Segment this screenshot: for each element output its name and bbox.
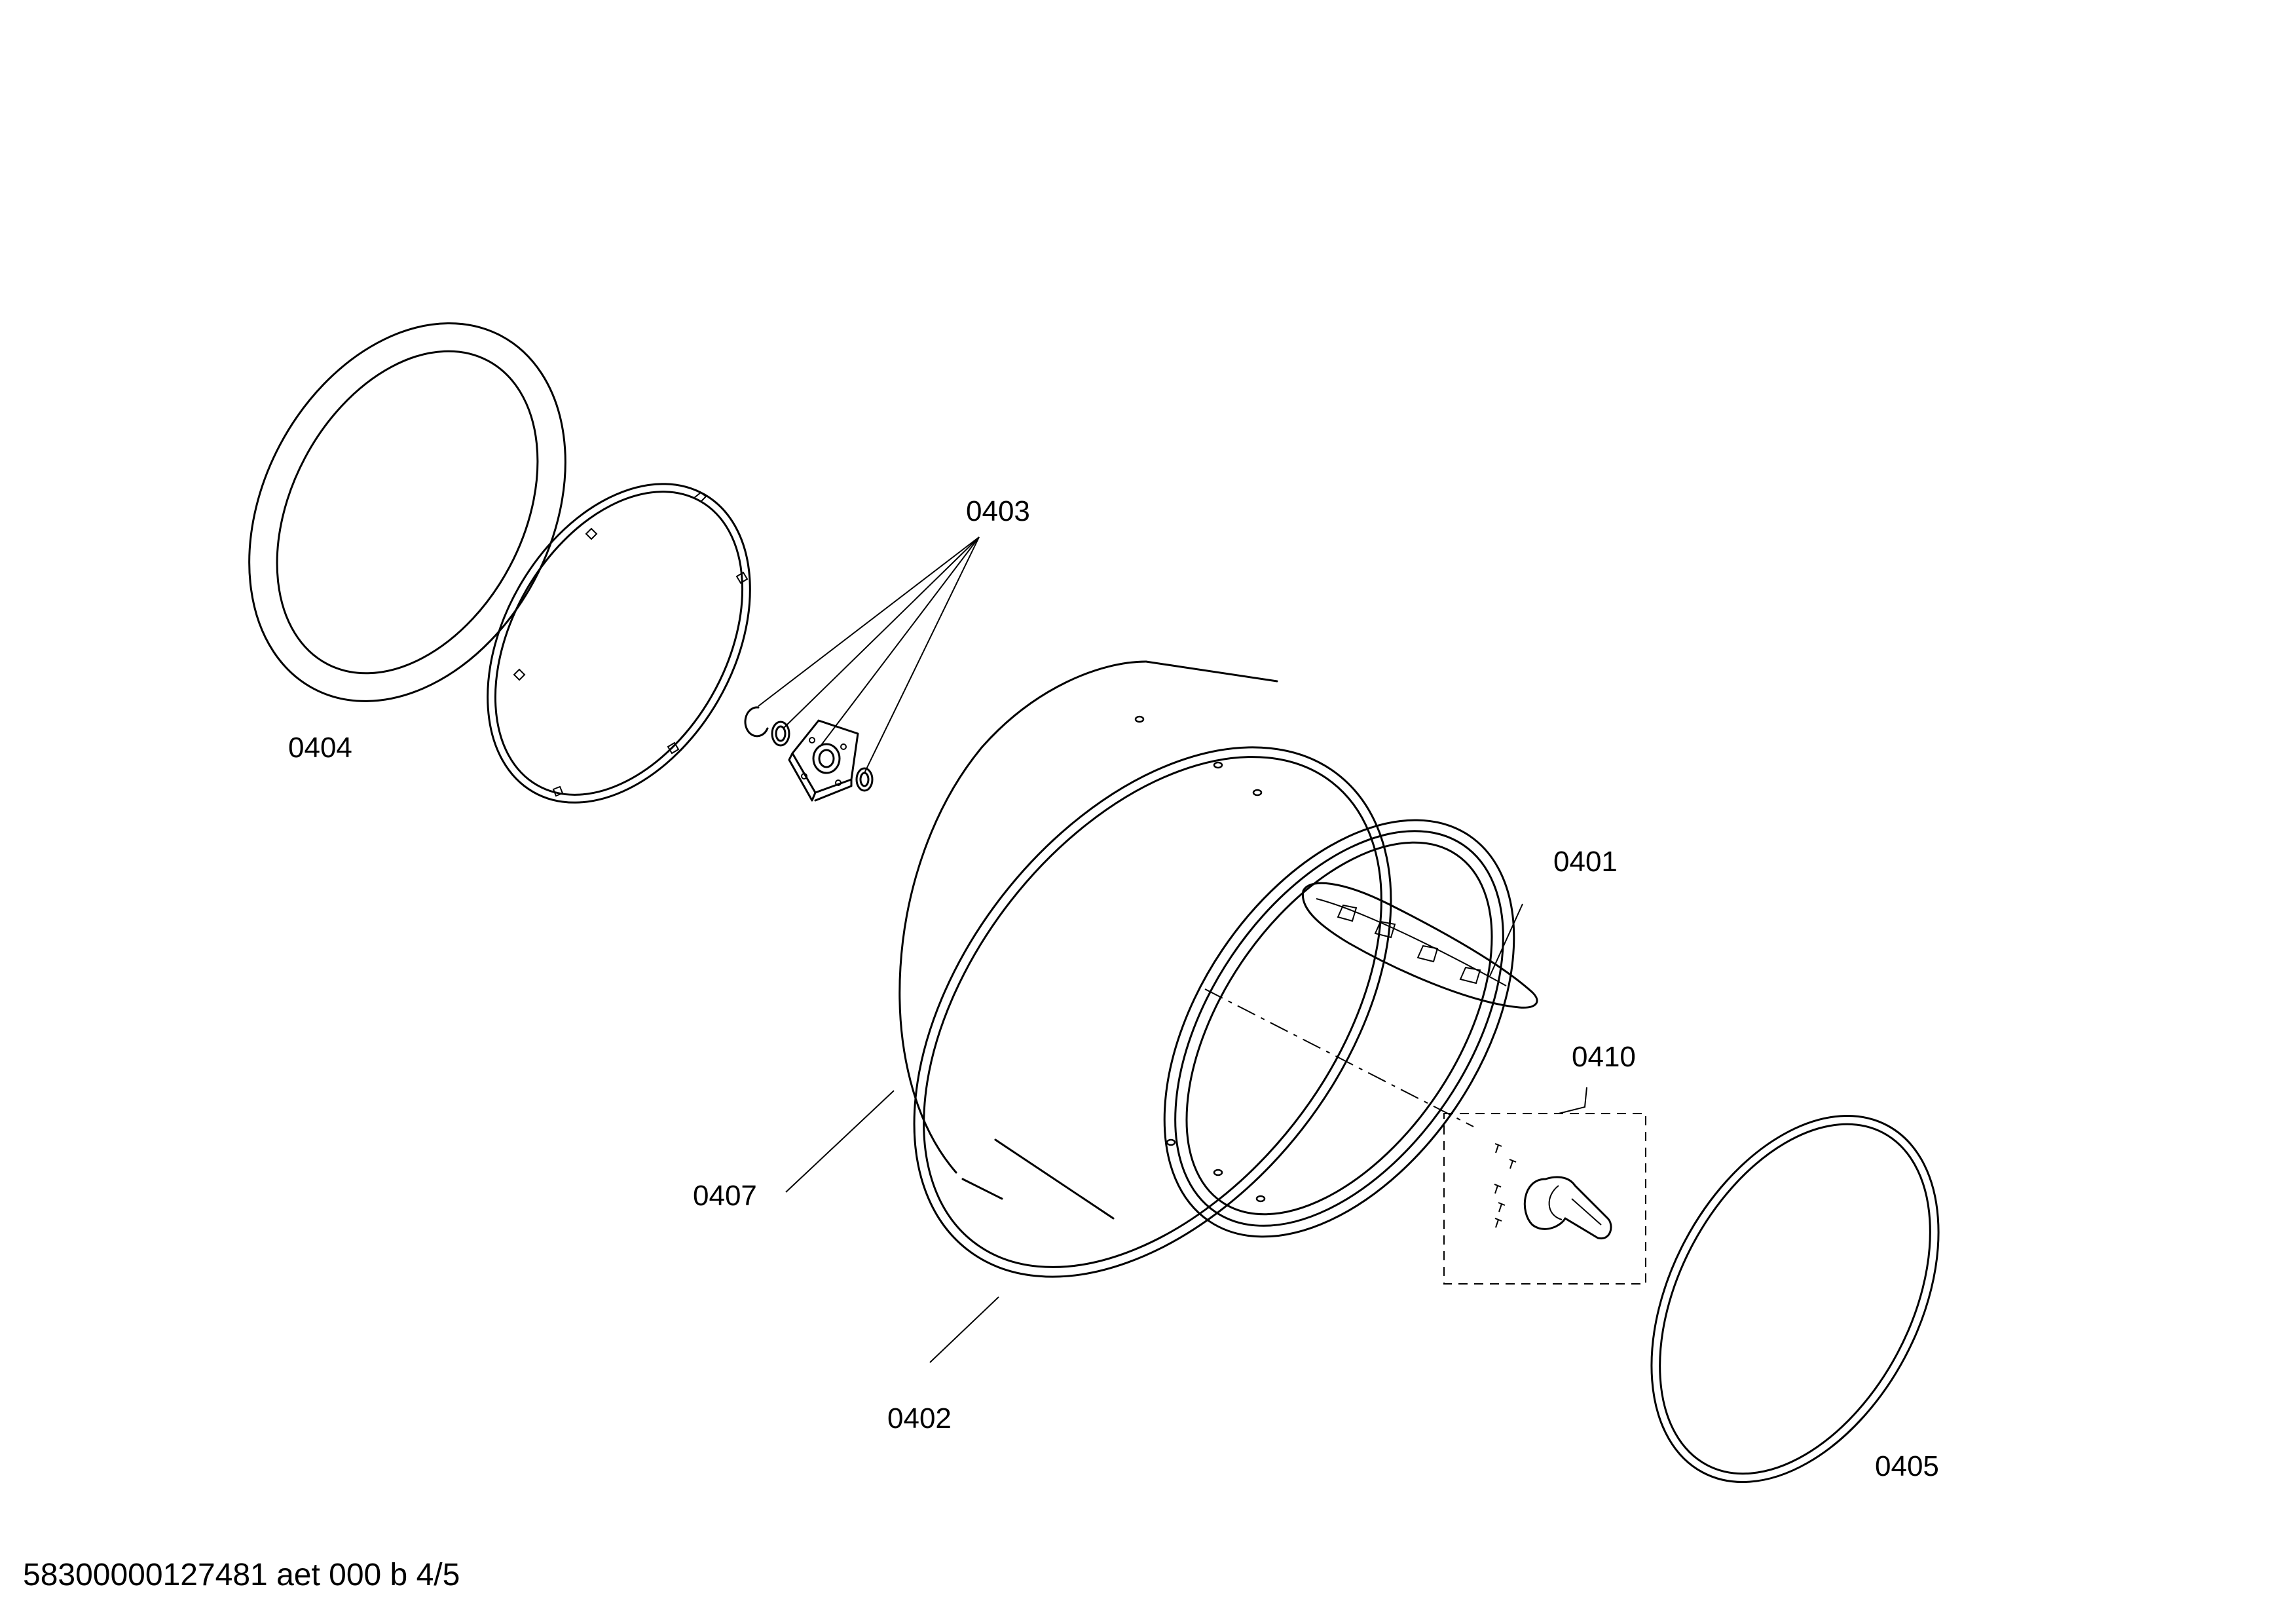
drum-body-drawing: [898, 660, 1278, 1220]
callout-0407: 0407: [693, 1180, 757, 1212]
bearing-assembly-drawing: [744, 706, 874, 802]
leader-lines: [758, 536, 1587, 1363]
front-seal-ring-drawing: [248, 322, 566, 702]
drum-axis-line: [1204, 988, 1474, 1127]
callout-0410: 0410: [1572, 1041, 1636, 1073]
drum-seal-rim-drawing: [913, 746, 1515, 1278]
callout-0405: 0405: [1875, 1450, 1939, 1482]
rear-seal-ring-drawing: [1650, 1115, 1940, 1483]
callout-0404: 0404: [288, 732, 352, 764]
spindle-kit-drawing: [1443, 1113, 1646, 1285]
drum-paddle-drawing: [1301, 882, 1538, 1009]
callout-0401: 0401: [1553, 846, 1618, 878]
callout-0403: 0403: [966, 495, 1030, 527]
screw-set: [1494, 1143, 1517, 1228]
retaining-clip-ring-drawing: [487, 483, 751, 804]
callout-0402: 0402: [887, 1402, 952, 1435]
document-code: 58300000127481 aet 000 b 4/5: [23, 1558, 460, 1592]
